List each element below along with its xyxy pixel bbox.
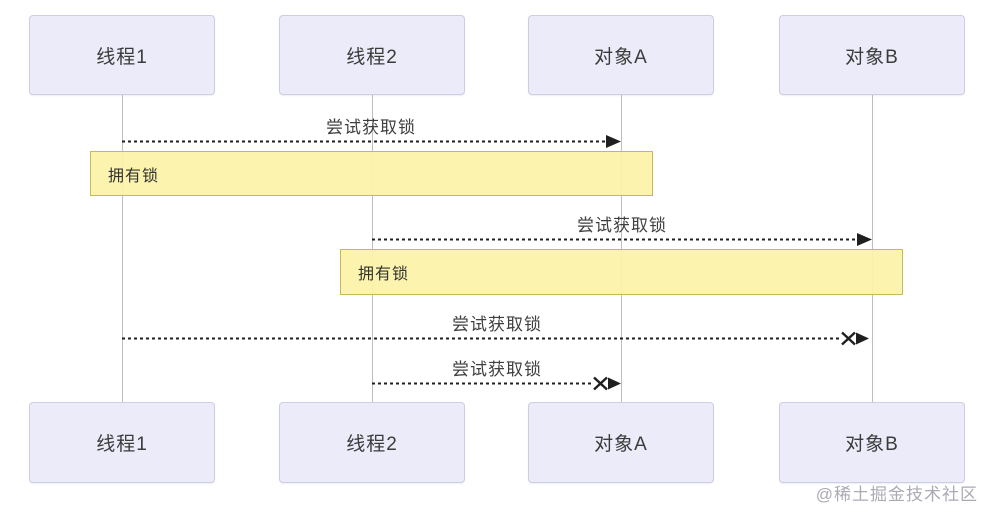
actor-label: 线程1 bbox=[96, 434, 148, 455]
actor-box-objectB-top: 对象B bbox=[779, 15, 965, 95]
actor-label: 对象A bbox=[594, 46, 648, 68]
message-label-1: 尝试获取锁 bbox=[326, 118, 416, 137]
arrowhead-icon bbox=[606, 135, 621, 148]
message-label-2: 尝试获取锁 bbox=[577, 216, 667, 235]
actor-box-objectB-bottom: 对象B bbox=[779, 402, 965, 483]
message-arrow-3-blocked bbox=[122, 331, 869, 346]
note-label: 拥有锁 bbox=[108, 167, 160, 185]
actor-box-thread1-top: 线程1 bbox=[29, 15, 215, 95]
message-arrow-1 bbox=[122, 135, 621, 148]
message-label-3: 尝试获取锁 bbox=[452, 315, 542, 334]
actor-label: 线程2 bbox=[346, 434, 398, 455]
arrowhead-icon bbox=[608, 377, 621, 390]
message-arrow-2 bbox=[372, 233, 872, 246]
message-label-4: 尝试获取锁 bbox=[452, 360, 542, 379]
actor-box-thread2-bottom: 线程2 bbox=[279, 402, 465, 483]
actor-box-objectA-top: 对象A bbox=[528, 15, 714, 95]
note-owns-lock-2: 拥有锁 bbox=[340, 249, 903, 295]
blocked-x-icon bbox=[841, 331, 856, 346]
note-label: 拥有锁 bbox=[358, 266, 410, 283]
actor-label: 线程1 bbox=[96, 46, 148, 68]
watermark: @稀土掘金技术社区 bbox=[815, 485, 978, 504]
actor-label: 对象B bbox=[845, 434, 899, 455]
note-owns-lock-1: 拥有锁 bbox=[90, 151, 653, 196]
blocked-x-icon bbox=[593, 376, 608, 391]
actor-label: 对象A bbox=[594, 434, 648, 455]
actor-label: 对象B bbox=[845, 46, 899, 68]
arrowhead-icon bbox=[857, 233, 872, 246]
arrowhead-icon bbox=[856, 332, 869, 345]
actor-box-thread1-bottom: 线程1 bbox=[29, 402, 215, 483]
message-arrow-4-blocked bbox=[372, 376, 621, 391]
actor-label: 线程2 bbox=[346, 46, 398, 68]
actor-box-thread2-top: 线程2 bbox=[279, 15, 465, 95]
actor-box-objectA-bottom: 对象A bbox=[528, 402, 714, 483]
